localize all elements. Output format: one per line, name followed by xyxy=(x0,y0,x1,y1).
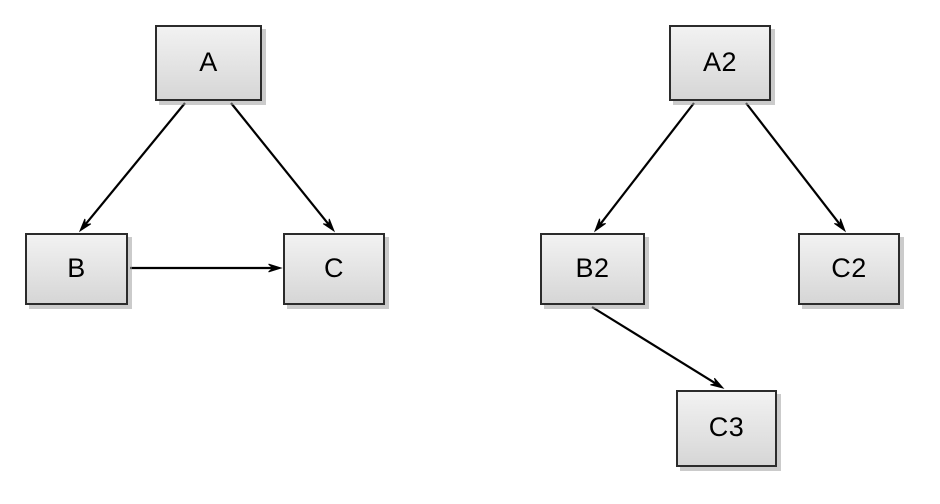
edge-a-to-c xyxy=(230,102,336,233)
edge-a2-to-b2 xyxy=(593,102,695,233)
node-c2-label: C2 xyxy=(831,252,867,283)
node-b2[interactable]: B2 xyxy=(540,233,645,305)
node-b2-label: B2 xyxy=(575,252,610,283)
node-c3-label: C3 xyxy=(708,412,745,442)
node-c-label: C xyxy=(324,252,344,283)
edge-b2-to-c3 xyxy=(591,306,725,389)
edge-a2-to-c2 xyxy=(745,102,847,233)
node-a2[interactable]: A2 xyxy=(669,25,771,101)
node-b-label: B xyxy=(67,252,86,283)
edge-a-to-b xyxy=(78,102,186,233)
node-a2-label: A2 xyxy=(702,46,738,77)
node-a-label: A xyxy=(199,46,218,77)
edge-b-to-c xyxy=(130,263,283,273)
node-c2[interactable]: C2 xyxy=(798,233,900,305)
node-c3[interactable]: C3 xyxy=(676,390,777,467)
node-b[interactable]: B xyxy=(25,233,128,305)
node-a[interactable]: A xyxy=(155,25,262,101)
node-c[interactable]: C xyxy=(283,233,385,305)
